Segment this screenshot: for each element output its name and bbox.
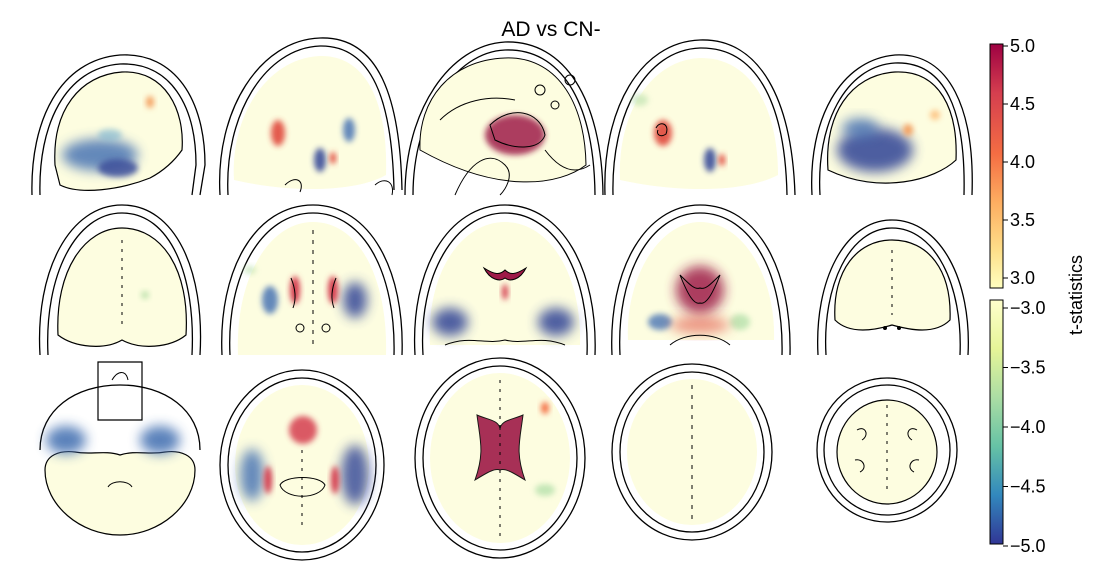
colorbar-label: t-statistics [1066,255,1086,335]
sagittal-slice-4 [604,39,796,196]
colorbar-negative-tick-label-4: −5.0 [1010,536,1046,556]
sagittal-slice-1 [31,54,206,196]
coronal-slice-4 [611,204,791,356]
colorbar-negative-tick-label-2: −4.0 [1010,417,1046,437]
colorbar-positive-tick-label-3: 3.5 [1010,210,1035,230]
colorbar-positive-tick-label-1: 4.5 [1010,94,1035,114]
coronal-slice-3 [413,204,596,356]
colorbar-negative-tick-label-3: −4.5 [1010,477,1046,497]
axial-slice-2 [219,369,385,561]
coronal-slice-5 [817,219,969,356]
colorbar-negative-ticks: −3.0 −3.5 −4.0 −4.5 −5.0 [1003,298,1046,556]
axial-slice-5 [816,377,958,523]
figure-title: AD vs CN- [501,18,601,41]
sagittal-slice-3 [404,41,604,196]
colorbar-positive-ticks: 5.0 4.5 4.0 3.5 3.0 [1003,36,1035,288]
colorbar-negative-tick-label-0: −3.0 [1010,298,1046,318]
axial-slice-4 [611,363,773,541]
sagittal-slice-2 [218,37,403,196]
colorbar-negative-tick-label-1: −3.5 [1010,358,1046,378]
colorbar-positive [989,43,1004,289]
coronal-slice-1 [38,204,202,356]
sagittal-slice-5 [811,54,973,196]
colorbar-negative [989,299,1004,545]
axial-slice-1 [39,361,201,536]
axial-slice-3 [414,357,586,559]
colorbar-positive-tick-label-0: 5.0 [1010,36,1035,56]
coronal-slice-2 [221,204,403,356]
colorbar-positive-tick-label-4: 3.0 [1010,268,1035,288]
colorbar-positive-tick-label-2: 4.0 [1010,152,1035,172]
